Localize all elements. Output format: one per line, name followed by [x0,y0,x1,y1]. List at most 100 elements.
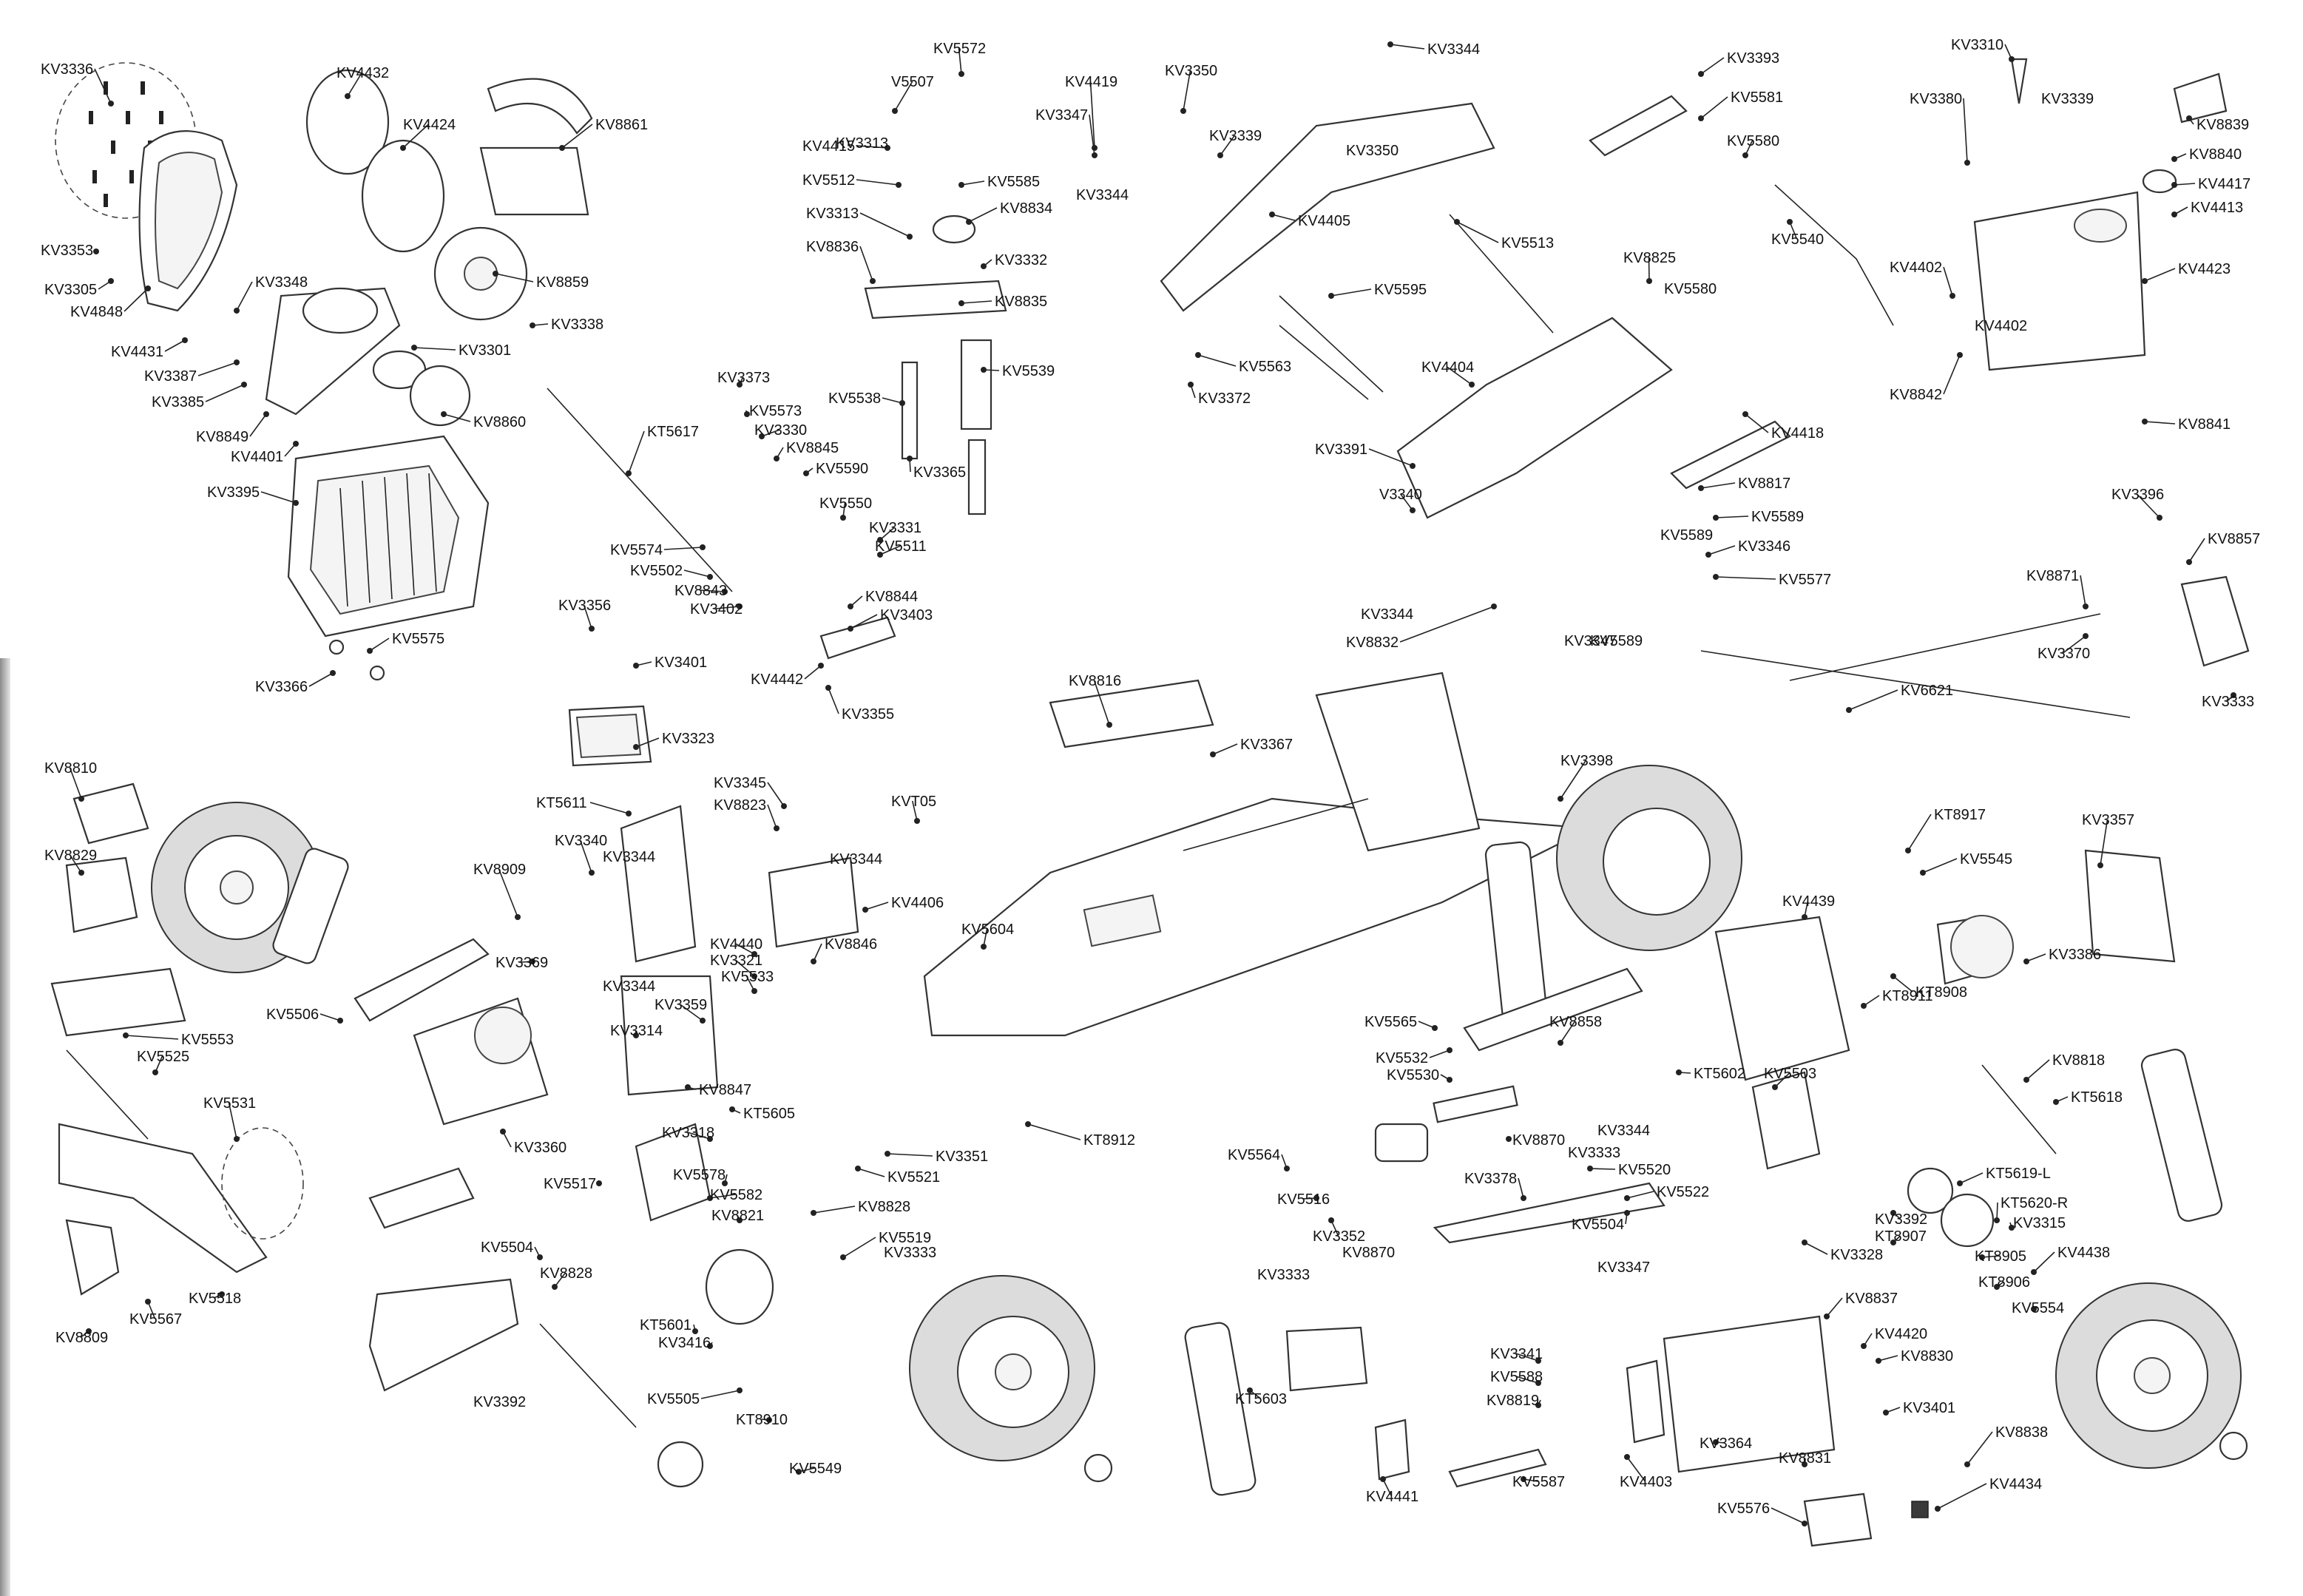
part-marker [958,182,964,188]
part-label: KV8842 [1890,387,1942,403]
part-label: KV5512 [802,172,855,189]
part-label: KV3353 [41,243,93,259]
part-label: KV3332 [995,252,1047,268]
part-label: KV5578 [673,1167,726,1183]
part-marker [1861,1343,1867,1349]
part-label: KV8845 [786,440,839,456]
part-label: KV3392 [1875,1211,1927,1228]
part-marker [1210,751,1216,757]
rear-toe-block [2180,575,2250,667]
part-label: KV8857 [2208,531,2260,547]
front-cvd-axle [539,1323,637,1428]
front-knuckle [65,856,138,933]
part-label: KV4442 [751,672,803,688]
part-label: KV3347 [1035,107,1088,124]
part-marker [633,744,639,750]
shock-tower [620,805,697,963]
part-label: KV3318 [662,1125,714,1141]
part-label: KV5522 [1657,1184,1709,1200]
flywheel-hub [464,257,498,291]
part-marker [840,515,846,521]
part-marker [1883,1410,1889,1416]
leader-line [887,1153,933,1157]
part-label: KV3338 [551,317,603,333]
leader-line [205,384,245,402]
leader-line [2188,538,2205,563]
part-marker [981,944,987,950]
part-label: KV8843 [674,583,727,599]
part-marker [907,234,913,240]
leader-line [1922,858,1958,873]
part-marker [885,1151,890,1157]
battery-clip [1626,1359,1665,1444]
part-label: V5507 [891,74,934,90]
leader-line [1197,354,1237,367]
part-label: KV4406 [891,895,944,911]
part-label: KV8870 [1342,1245,1395,1261]
part-marker [367,648,373,654]
part-label: KV5589 [1751,509,1804,525]
part-marker [737,603,743,609]
part-marker [958,300,964,306]
part-label: KV8846 [825,936,877,953]
rear-lower-arm [1433,1182,1665,1244]
leader-line [761,429,780,437]
part-marker [86,1328,92,1334]
leader-line [2026,953,2046,962]
part-label: KV5532 [1376,1050,1428,1066]
part-label: KV5575 [392,631,444,647]
part-label: KV5589 [1660,527,1713,544]
part-label: KV3401 [1903,1400,1955,1416]
servo-horn [1374,1419,1410,1481]
leader-line [2063,635,2086,654]
part-label: KV3344 [603,978,655,995]
part-label: KV5550 [819,496,872,512]
leader-line [734,959,755,977]
part-label: KV5581 [1731,89,1783,106]
part-marker [145,1299,151,1305]
part-label: KV5567 [129,1311,182,1328]
leader-line [2100,819,2108,866]
part-marker [1742,411,1748,417]
part-label: KV8839 [2197,117,2249,133]
leader-line [961,300,992,304]
part-marker [1092,145,1098,151]
part-marker [1646,278,1652,284]
part-marker [241,382,247,388]
leader-line [2026,1059,2050,1081]
part-label: KV5587 [1512,1474,1565,1490]
part-label: KV5577 [1779,572,1831,588]
leader-line [882,397,903,404]
part-marker [108,101,114,106]
part-label: KV5573 [749,403,802,419]
leader-line [1212,743,1238,755]
part-marker [766,1417,772,1423]
part-label: KV5517 [544,1176,596,1192]
part-label: KV3378 [1464,1171,1517,1187]
part-label: KV3310 [1951,37,2003,53]
leader-line [1626,1456,1646,1482]
part-marker [744,411,750,417]
part-marker [219,1291,225,1297]
part-label: KV8844 [865,589,918,605]
part-marker [1824,1313,1830,1319]
part-label: KV5580 [1664,281,1717,297]
part-marker [899,400,905,406]
part-marker [400,145,406,151]
part-label: KV3416 [658,1335,711,1351]
clutch-bell-cover [487,78,593,135]
fuel-fitting [2010,58,2028,104]
leader-line [968,207,998,223]
wheel-nut [2219,1431,2248,1461]
part-marker [1890,1240,1896,1245]
part-marker [1802,1240,1807,1245]
part-marker [1890,973,1896,979]
part-label: KV5521 [887,1169,940,1186]
part-label: KV5564 [1228,1147,1280,1163]
cvd-cup [1374,1123,1429,1163]
leader-line [1715,576,1776,580]
leader-line [767,782,785,807]
rear-left-shock [1484,841,1548,1023]
fuel-cap [2074,209,2127,243]
center-diff-gearbox [1315,672,1481,852]
